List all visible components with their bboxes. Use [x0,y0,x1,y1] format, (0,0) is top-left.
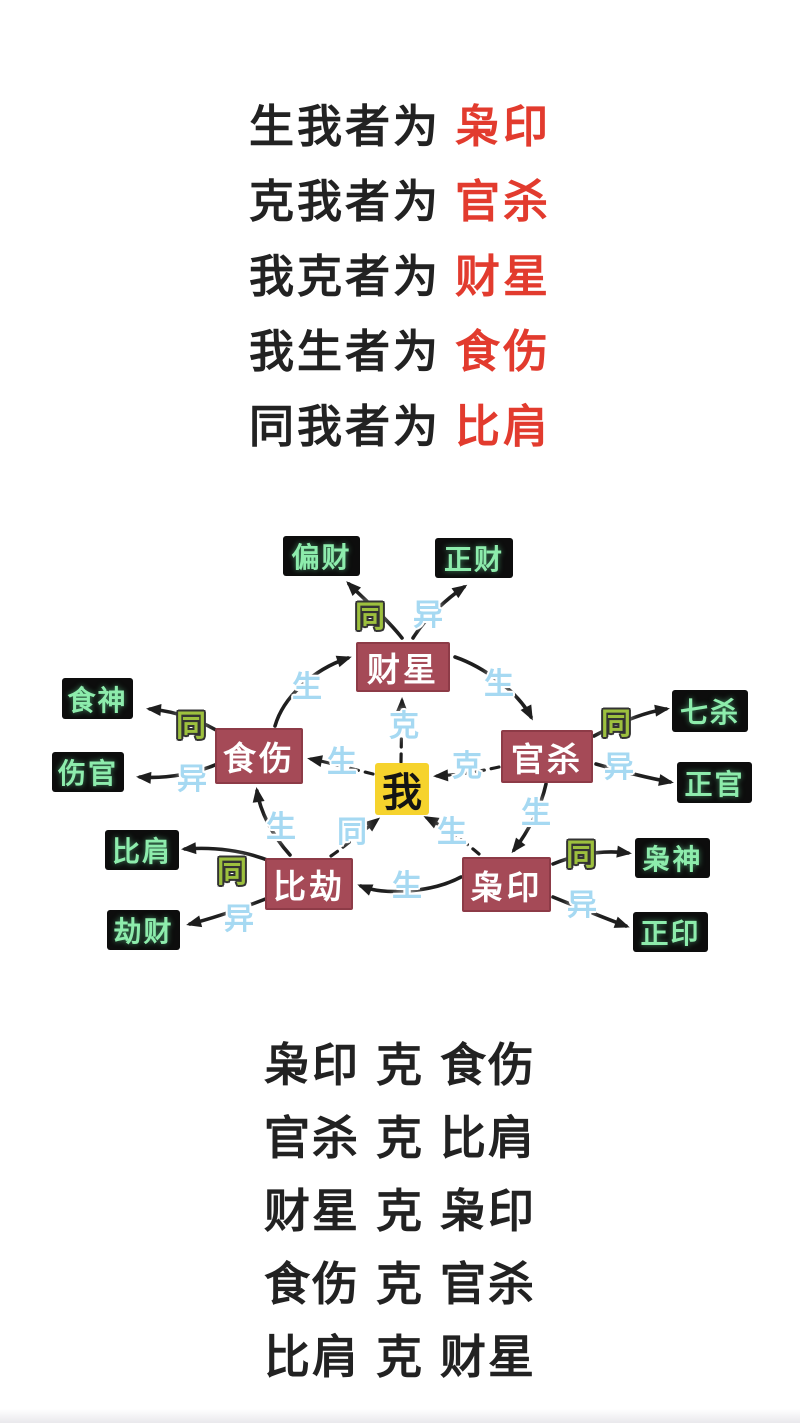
overcome-rule-line: 财星 克 枭印 [264,1188,536,1235]
edge-label-different: 异 [224,903,254,936]
arrow-shishang-shangguan [136,760,224,784]
arrow-guansha-qisha [592,704,670,738]
edge-label-generate: 生 [484,668,514,701]
rule-prefix: 生我者为 [248,101,441,152]
bottom-rules: 枭印 克 食伤 官杀 克 比肩 财星 克 枭印 食伤 克 官杀 比肩 克 财星 [0,1042,800,1381]
outer-node-zhengcai: 正财 [435,538,513,578]
arrow-caixing-piancai [346,581,404,640]
top-rules: 生我者为 枭印 克我者为 官杀 我克者为 财星 我生者为 食伤 同我者为 比肩 [0,104,800,450]
rule-subject: 食伤 [264,1258,360,1310]
edge-label-generate: 生 [292,671,322,704]
rule-prefix: 克我者为 [248,176,441,227]
rule-subject: 官杀 [264,1112,360,1164]
edge-label-same: 同 [337,816,367,849]
node-xiaoyin: 枭印 [462,857,551,912]
node-caixing: 财星 [356,642,450,692]
rule-line: 克我者为 官杀 [249,179,551,225]
edge-label-same: 同 [217,856,247,889]
rule-term: 财星 [455,251,552,302]
arrows-canvas [136,581,674,928]
outer-node-zhengyin: 正印 [633,912,708,952]
edge-label-generate: 生 [327,746,357,779]
edge-label-same: 同 [601,708,631,741]
rule-object: 官杀 [440,1258,536,1310]
rule-prefix: 同我者为 [248,401,441,452]
rule-line: 我生者为 食伤 [249,329,551,375]
arrow-bijie-shishang [252,787,292,857]
rule-object: 枭印 [440,1185,536,1237]
rule-line: 我克者为 财星 [249,254,551,300]
arrow-bijie-bijian [181,842,272,863]
edge-label-different: 异 [413,599,443,632]
edge-label-overcome: 克 [452,750,482,783]
rule-line: 生我者为 枭印 [249,104,551,150]
outer-node-zhengguan: 正官 [677,762,752,803]
arrow-wo-shishang-sheng [307,755,375,776]
outer-node-xiaoshen: 枭神 [635,838,710,878]
edge-label-generate: 生 [266,811,296,844]
overcome-rule-line: 比肩 克 财星 [264,1334,536,1381]
arrow-wo-caixing-ke [395,697,408,764]
outer-node-piancai: 偏财 [283,536,360,576]
arrow-bijie-wo-tong [329,817,381,858]
outer-node-jiecai: 劫财 [107,910,180,950]
edge-label-same: 同 [355,601,385,634]
outer-node-shangguan: 伤官 [52,752,124,792]
rule-verb: 克 [376,1258,424,1310]
rule-object: 食伤 [440,1039,536,1091]
overcome-rule-line: 枭印 克 食伤 [264,1042,536,1089]
arrow-xiaoyin-wo-sheng [423,816,481,856]
rule-line: 同我者为 比肩 [249,404,551,450]
rule-term: 官杀 [455,176,552,227]
arrow-caixing-zhengcai [411,584,468,640]
rule-term: 食伤 [455,326,552,377]
arrow-guansha-zhengguan [594,762,674,786]
edge-label-generate: 生 [392,870,422,903]
rule-prefix: 我克者为 [248,251,441,302]
outer-node-shishen: 食神 [62,678,133,719]
rule-object: 财星 [440,1331,536,1383]
ten-gods-diagram: 财星 食伤 官杀 比劫 枭印 我 偏财 正财 食神 伤官 七杀 正官 比肩 劫财… [0,520,800,970]
node-shishang: 食伤 [215,728,303,784]
rule-verb: 克 [376,1185,424,1237]
arrow-guansha-xiaoyin [511,782,548,854]
rule-subject: 财星 [264,1185,360,1237]
rule-verb: 克 [376,1039,424,1091]
outer-node-bijian: 比肩 [105,830,179,870]
arrow-xiaoyin-bijie [357,875,463,896]
edge-label-same: 同 [566,839,596,872]
rule-subject: 枭印 [264,1039,360,1091]
arrow-xiaoyin-xiaoshen [551,845,632,866]
node-bijie: 比劫 [265,858,353,910]
rule-verb: 克 [376,1331,424,1383]
rule-term: 比肩 [455,401,552,452]
rule-verb: 克 [376,1112,424,1164]
rule-subject: 比肩 [264,1331,360,1383]
arrow-guansha-wo-ke [433,765,501,782]
arrow-xiaoyin-zhengyin [551,895,630,928]
edge-label-generate: 生 [437,816,467,849]
node-wo: 我 [375,763,429,815]
arrow-shishang-caixing [273,655,352,728]
overcome-rule-line: 官杀 克 比肩 [264,1115,536,1162]
arrow-caixing-guansha [453,655,533,721]
edge-label-same: 同 [176,710,206,743]
rule-object: 比肩 [440,1112,536,1164]
rule-prefix: 我生者为 [248,326,441,377]
edge-label-different: 异 [177,763,207,796]
outer-node-qisha: 七杀 [672,690,748,732]
edge-label-different: 异 [604,751,634,784]
edge-label-overcome: 克 [389,710,419,743]
overcome-rule-line: 食伤 克 官杀 [264,1261,536,1308]
edge-label-different: 异 [567,889,597,922]
node-guansha: 官杀 [501,730,593,783]
edge-label-generate: 生 [521,797,551,830]
arrow-bijie-jiecai [186,896,270,928]
rule-term: 枭印 [455,101,552,152]
